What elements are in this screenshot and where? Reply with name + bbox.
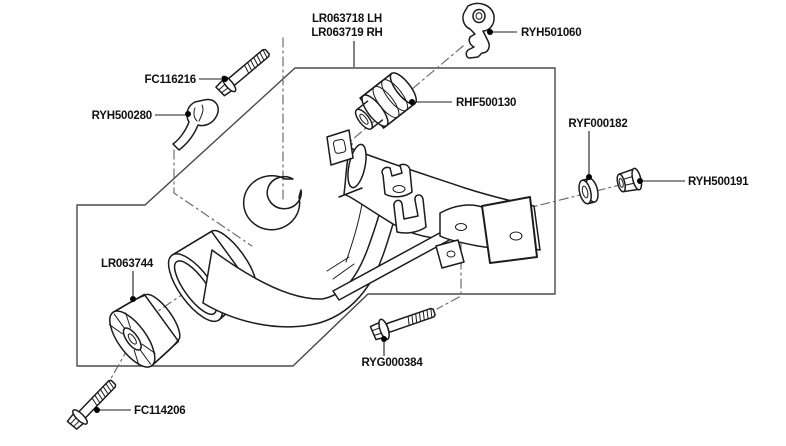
centerline-clip (173, 149, 253, 247)
part-label-ryg000384: RYG000384 (361, 357, 423, 369)
part-label-arm-lh: LR063718 LH (312, 13, 382, 25)
arm-strut (332, 228, 454, 301)
part-clip-ryh500280 (172, 98, 219, 151)
part-label-ryh500191: RYH500191 (688, 176, 749, 188)
part-washer-ryf000182 (578, 177, 599, 205)
arm-right-bracket-hole-1 (455, 223, 467, 231)
boundary-outline (76, 67, 556, 367)
arm-mid-bracket-hole (392, 185, 406, 193)
arm-lower-tab-hole (446, 250, 456, 258)
centerline-rear-bushing (147, 280, 203, 319)
arm-end-plate-hole (509, 231, 523, 241)
arm-end-plate (481, 196, 538, 264)
control-arm (167, 129, 541, 328)
arm-clevis (393, 194, 427, 234)
part-label-fc116216: FC116216 (145, 74, 196, 86)
part-bolt-fc116216 (215, 48, 270, 97)
part-label-ryh501060: RYH501060 (521, 27, 581, 39)
part-bracket-ryh501060 (462, 2, 495, 59)
arm-lower-tab (435, 239, 465, 269)
part-label-arm-rh: LR063719 RH (311, 27, 382, 39)
part-label-ryf000182: RYF000182 (568, 118, 627, 130)
part-labels: LR063718 LH LR063719 RH RYH501060 FC1162… (92, 13, 750, 417)
leader-lines (94, 29, 685, 413)
part-bolt-ryg000384 (369, 307, 436, 341)
part-bushing-rhf500130 (354, 72, 418, 130)
arm-clamp-ring (242, 174, 302, 231)
part-nut-ryh500191 (616, 167, 643, 193)
part-bolt-fc114206 (66, 379, 117, 430)
arm-neck-line (345, 203, 363, 263)
part-label-rhf500130: RHF500130 (456, 97, 516, 109)
part-label-lr063744: LR063744 (101, 258, 154, 270)
arm-ear-tab-hole (332, 138, 347, 154)
arm-tube (202, 214, 394, 328)
arm-ear-tab (326, 129, 354, 166)
part-label-fc114206: FC114206 (134, 405, 185, 417)
part-label-ryh500280: RYH500280 (92, 110, 152, 122)
arm-tube-collar-lines (326, 256, 355, 280)
